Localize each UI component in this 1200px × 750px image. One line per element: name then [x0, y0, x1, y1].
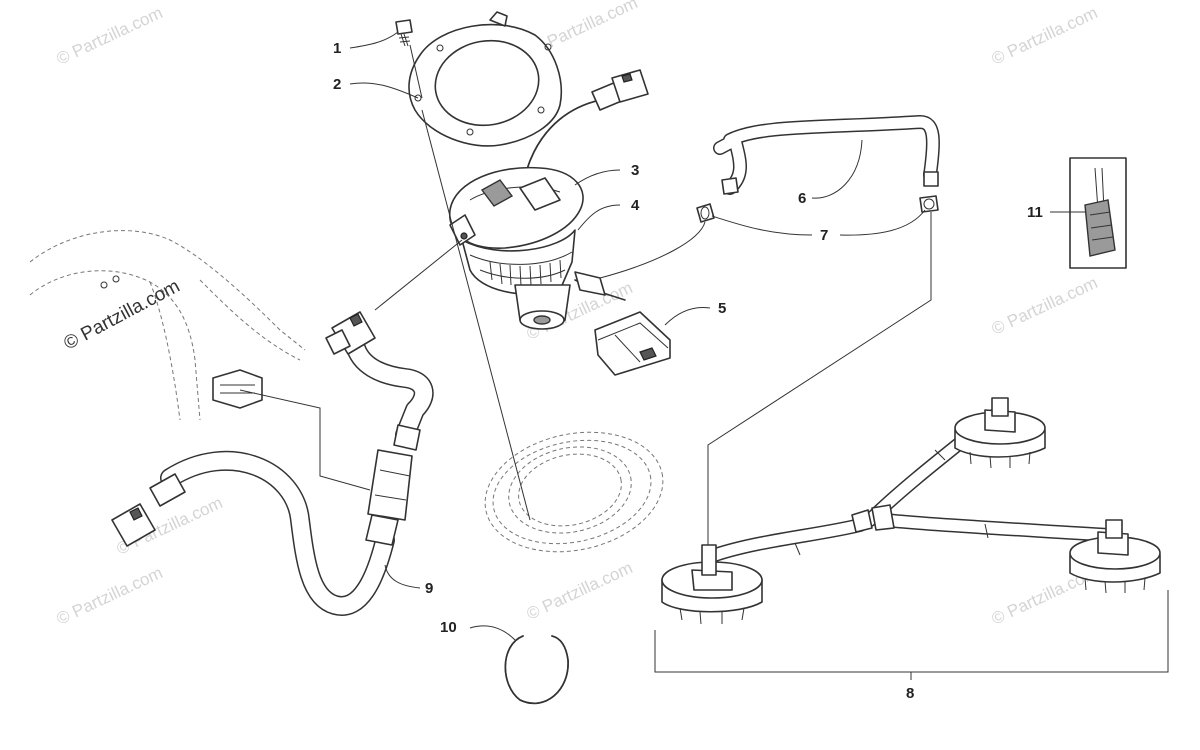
callout-4: 4 — [631, 197, 640, 214]
vent-hose — [713, 115, 940, 195]
wire-connector — [591, 69, 649, 111]
callout-11: 11 — [1027, 204, 1043, 221]
watermark: © Partzilla.com — [54, 3, 166, 69]
valve-right — [1069, 519, 1161, 594]
fuel-level-float — [594, 311, 671, 376]
watermark-layer: © Partzilla.com © Partzilla.com © Partzi… — [54, 0, 1101, 629]
screw — [395, 19, 413, 47]
frame-hole — [100, 281, 108, 289]
frame-bracket — [212, 369, 263, 409]
valve-top — [954, 397, 1046, 469]
callout-3: 3 — [631, 162, 639, 179]
callout-1: 1 — [333, 40, 341, 57]
watermark: © Partzilla.com — [524, 558, 636, 624]
fuel-pump-assembly — [449, 69, 649, 330]
callout-5: 5 — [718, 300, 726, 317]
tank-opening-ring — [484, 431, 664, 553]
tank-frame-outline — [29, 230, 306, 421]
watermark: © Partzilla.com — [989, 3, 1101, 69]
watermark: © Partzilla.com — [989, 273, 1101, 339]
callout-9: 9 — [425, 580, 433, 597]
clamp-ring — [504, 635, 569, 705]
callout-2: 2 — [333, 76, 341, 93]
callouts: 1 2 3 4 5 6 7 8 9 10 11 — [333, 40, 1043, 702]
watermark-main: © Partzilla.com — [60, 276, 183, 355]
frame-hole — [112, 275, 120, 283]
leader-lines — [239, 31, 1169, 680]
gasket-plate — [408, 11, 563, 147]
fuel-hose-with-filter — [111, 311, 434, 616]
callout-7: 7 — [820, 227, 828, 244]
callout-10: 10 — [440, 619, 457, 636]
valve-left — [661, 544, 763, 625]
pump-filter-ribs — [489, 259, 562, 287]
callout-8: 8 — [906, 685, 914, 702]
watermark: © Partzilla.com — [54, 563, 166, 629]
switch-inset — [1069, 157, 1127, 269]
callout-6: 6 — [798, 190, 806, 207]
hose-clamps — [696, 195, 939, 223]
vent-valve-assembly — [661, 397, 1161, 625]
